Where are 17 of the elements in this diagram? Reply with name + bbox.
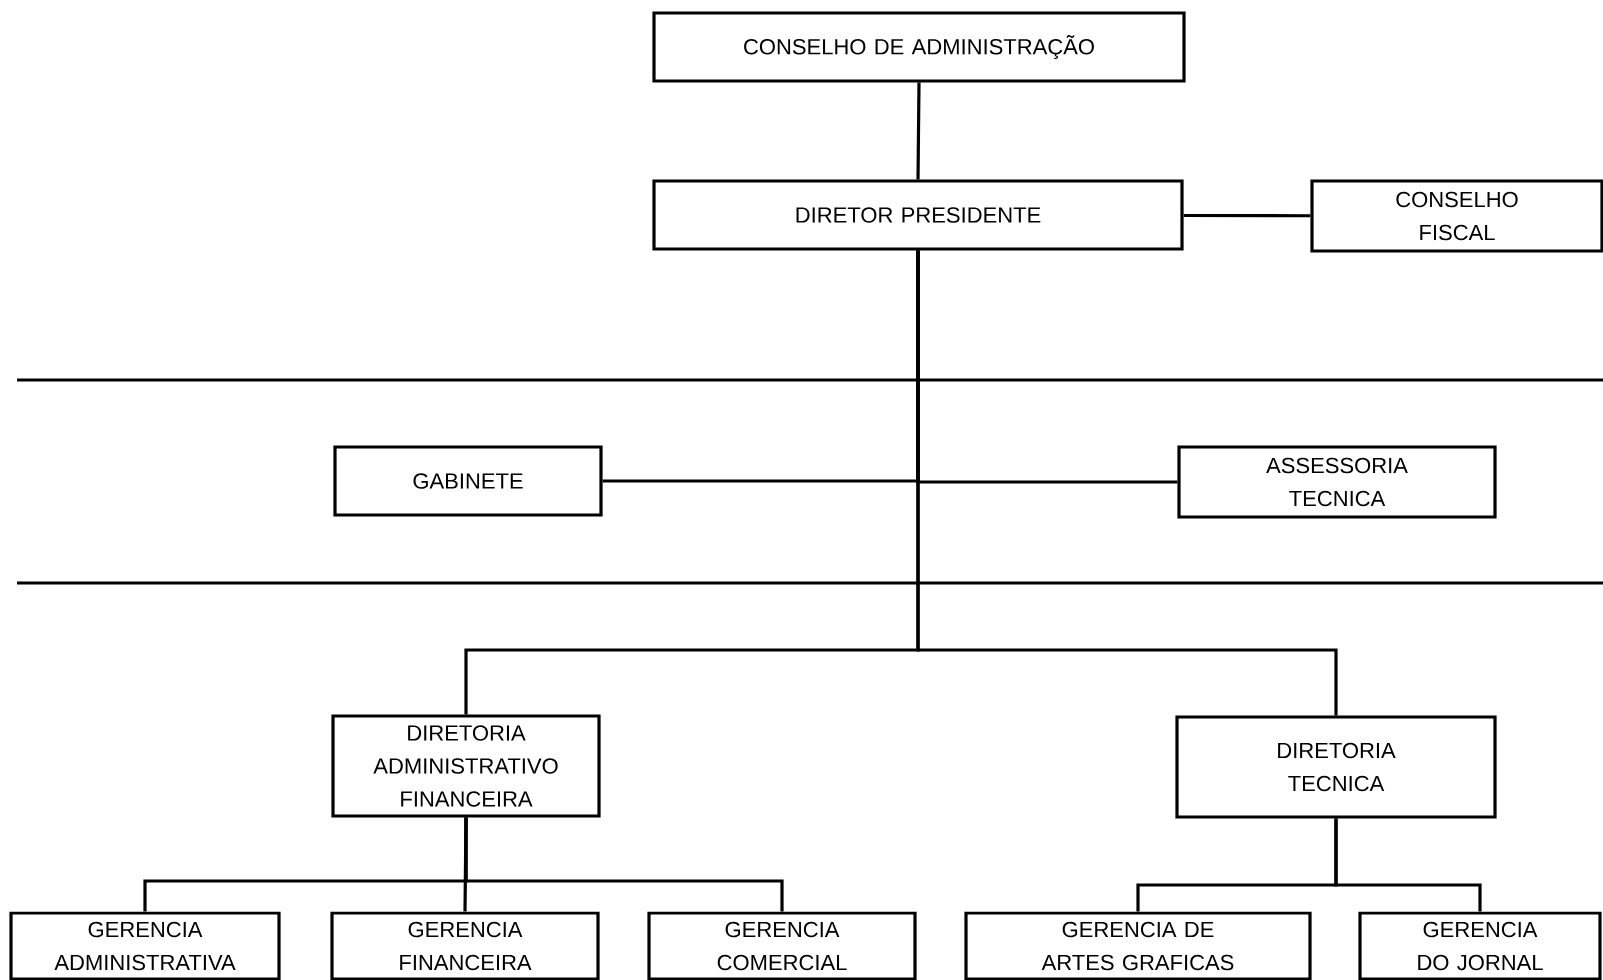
org-box: ASSESSORIA TECNICA — [1177, 445, 1497, 519]
org-box: DIRETORIA ADMINISTRATIVO FINANCEIRA — [331, 714, 601, 818]
connector-line — [464, 817, 784, 912]
org-box: CONSELHO DE ADMINISTRAÇÃO — [652, 11, 1186, 83]
org-box: GERENCIA DE ARTES GRAFICAS — [964, 911, 1312, 980]
org-box: CONSELHO FISCAL — [1310, 179, 1603, 253]
org-box: GERENCIA DO JORNAL — [1358, 911, 1602, 980]
org-box: GERENCIA ADMINISTRATIVA — [9, 911, 281, 980]
org-box: DIRETORIA TECNICA — [1175, 715, 1497, 819]
connector-line — [1334, 818, 1482, 912]
connector-line — [916, 250, 1338, 716]
org-box: DIRETOR PRESIDENTE — [652, 179, 1184, 251]
org-box: GERENCIA FINANCEIRA — [330, 911, 600, 980]
org-box: GERENCIA COMERCIAL — [647, 911, 917, 980]
connector-line — [1183, 213, 1311, 218]
org-box: GABINETE — [333, 445, 603, 517]
connector-line — [916, 82, 921, 180]
